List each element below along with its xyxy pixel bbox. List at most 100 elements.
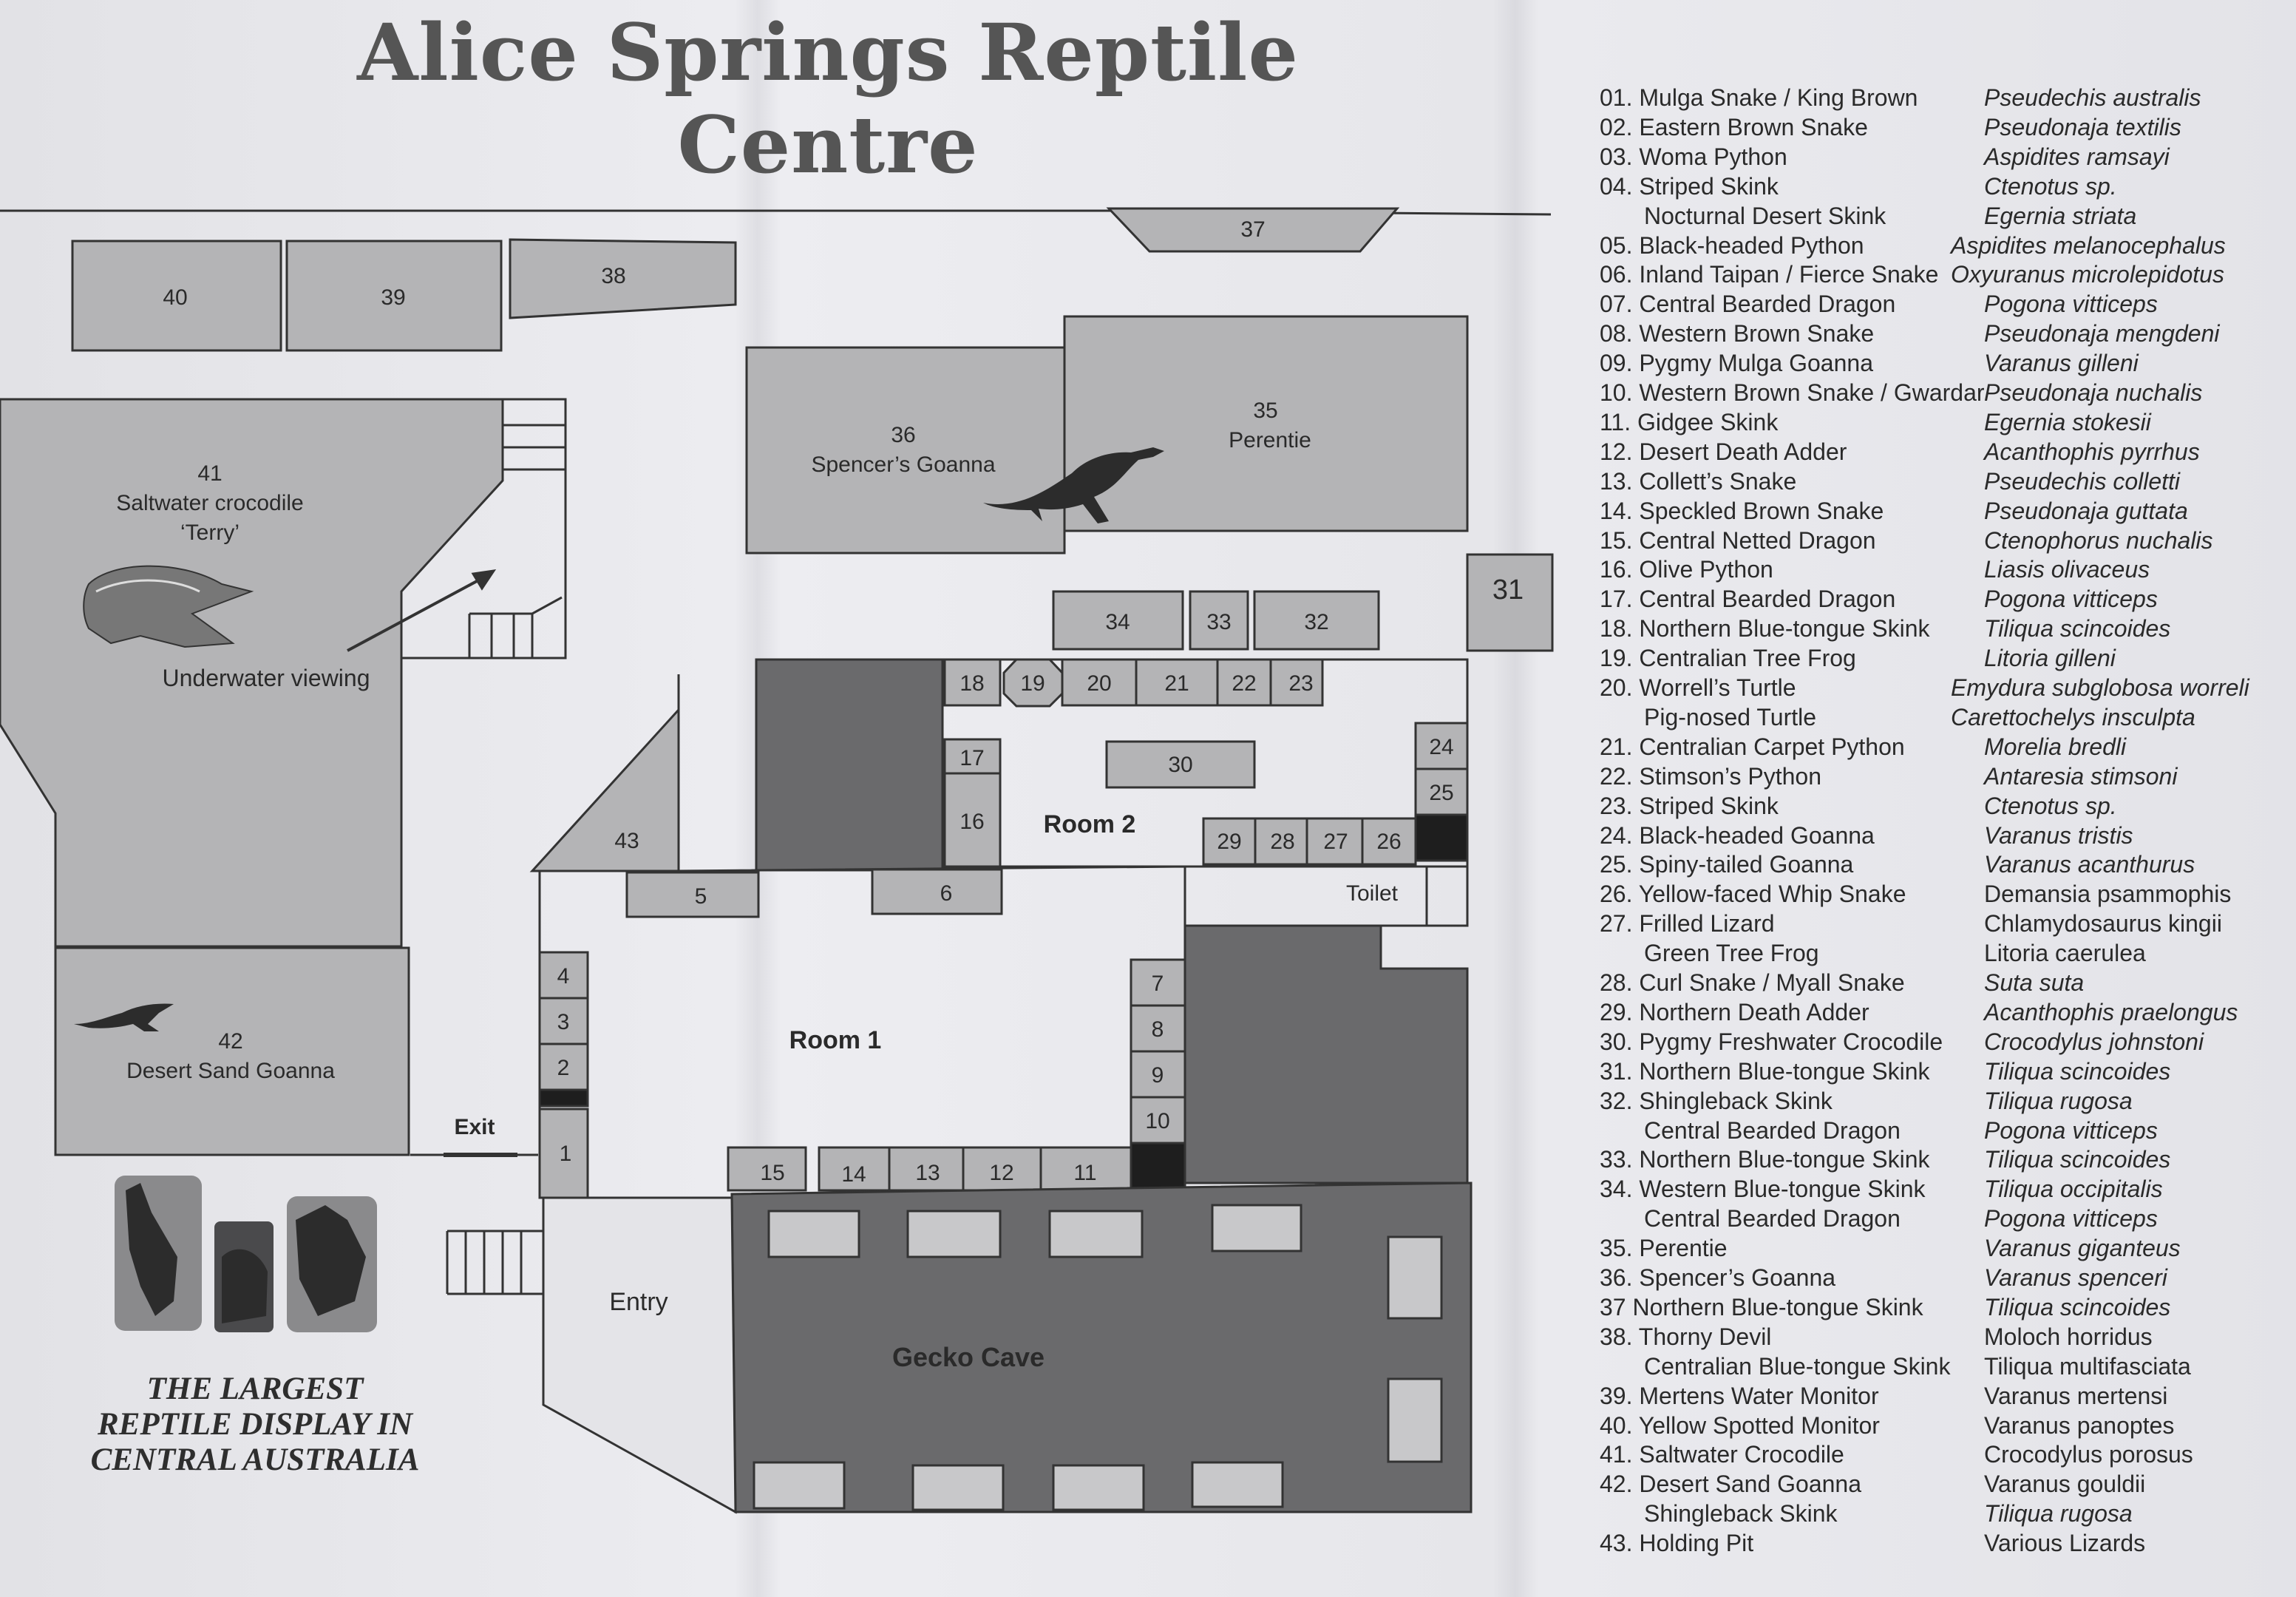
enc-label: 30: [1168, 753, 1192, 777]
legend-common-name: Central Bearded Dragon: [1644, 1117, 1901, 1144]
legend-common-name: 41. Saltwater Crocodile: [1600, 1441, 1844, 1468]
legend-scientific-name: Ctenophorus nuchalis: [1984, 527, 2213, 554]
enc-label: 38: [601, 264, 625, 288]
legend-common-name: 27. Frilled Lizard: [1600, 910, 1775, 937]
legend-common-name: 31. Northern Blue-tongue Skink: [1600, 1058, 1930, 1085]
legend-scientific-name: Antaresia stimsoni: [1984, 763, 2178, 790]
sand-goanna-illustration: [74, 1003, 174, 1031]
legend-scientific-name: Egernia stokesii: [1984, 409, 2151, 435]
enclosure-3: [538, 997, 589, 1045]
legend-common-name: 11. Gidgee Skink: [1600, 409, 1779, 435]
toilet-label: Toilet: [1346, 881, 1399, 906]
legend-common-name: 25. Spiny-tailed Goanna: [1600, 851, 1854, 878]
legend-common-name: Green Tree Frog: [1644, 940, 1819, 966]
legend-scientific-name: Morelia bredli: [1984, 733, 2127, 760]
enclosure-33: [1189, 590, 1249, 651]
legend-scientific-name: Crocodylus johnstoni: [1984, 1028, 2204, 1055]
legend-scientific-name: Pogona vitticeps: [1984, 1205, 2158, 1232]
enclosure-10: [1130, 1096, 1186, 1145]
legend-scientific-name: Tiliqua scincoides: [1984, 1294, 2171, 1320]
legend-scientific-name: Tiliqua scincoides: [1984, 615, 2171, 642]
legend-scientific-name: Ctenotus sp.: [1984, 793, 2117, 819]
legend-common-name: 03. Woma Python: [1600, 143, 1787, 170]
lizard-photo-cards: [115, 1176, 377, 1332]
legend-common-name: 37 Northern Blue-tongue Skink: [1600, 1294, 1923, 1320]
legend-common-name: 38. Thorny Devil: [1600, 1323, 1772, 1350]
legend-scientific-name: Varanus panoptes: [1984, 1412, 2175, 1439]
tagline-line-1: THE LARGEST: [146, 1371, 364, 1406]
legend-common-name: 12. Desert Death Adder: [1600, 438, 1847, 465]
enc-label: 20: [1087, 671, 1111, 696]
enc-label: 29: [1217, 830, 1241, 854]
legend-common-name: 18. Northern Blue-tongue Skink: [1600, 615, 1930, 642]
enclosure-7: [1130, 958, 1186, 1007]
legend-scientific-name: Pseudechis australis: [1984, 84, 2201, 111]
legend-scientific-name: Pogona vitticeps: [1984, 586, 2158, 612]
enc-label: 8: [1152, 1017, 1164, 1042]
toilet-side: [1425, 865, 1469, 927]
enc-label: 17: [960, 746, 984, 770]
enc-42-name: Desert Sand Goanna: [126, 1059, 335, 1083]
enc-label: 23: [1288, 671, 1313, 696]
entry-stairs: [446, 1230, 543, 1295]
enc-label: 6: [940, 881, 953, 906]
enclosure-6: [871, 868, 1003, 915]
legend-scientific-name: Pseudonaja guttata: [1984, 498, 2188, 524]
enc-35-number: 35: [1253, 399, 1277, 423]
arrow-line: [347, 574, 489, 652]
tagline: THE LARGEST REPTILE DISPLAY IN CENTRAL A…: [44, 1371, 466, 1478]
enclosure-9: [1130, 1050, 1186, 1099]
legend-common-name: Pig-nosed Turtle: [1644, 704, 1817, 730]
legend-scientific-name: Tiliqua scincoides: [1984, 1146, 2171, 1173]
enclosure-22: [1216, 658, 1272, 707]
enclosure-43: [529, 707, 680, 872]
legend-scientific-name: Pseudonaja nuchalis: [1984, 379, 2203, 406]
enc-label: 39: [381, 285, 405, 310]
enclosure-16: [943, 772, 1002, 868]
legend-common-name: 13. Collett’s Snake: [1600, 468, 1797, 495]
enc-label: 15: [760, 1161, 784, 1185]
legend-common-name: 28. Curl Snake / Myall Snake: [1600, 969, 1905, 996]
legend-common-name: 08. Western Brown Snake: [1600, 320, 1875, 347]
legend-scientific-name: Tiliqua rugosa: [1984, 1088, 2133, 1114]
dark-block-2: [538, 1088, 589, 1108]
legend-scientific-name: Aspidites ramsayi: [1984, 143, 2170, 170]
room-2-dark-block: [755, 658, 944, 872]
enclosure-32: [1253, 590, 1380, 651]
legend-common-name: 42. Desert Sand Goanna: [1600, 1471, 1862, 1497]
legend-common-name: 19. Centralian Tree Frog: [1600, 645, 1856, 671]
room-1-label: Room 1: [789, 1026, 882, 1054]
legend-common-name: 32. Shingleback Skink: [1600, 1088, 1833, 1114]
enclosure-13: [888, 1146, 965, 1192]
legend-scientific-name: Tiliqua occipitalis: [1984, 1176, 2163, 1202]
enc-label: 24: [1429, 735, 1453, 759]
enc-label: 40: [163, 285, 187, 310]
underwater-viewing-label: Underwater viewing: [162, 665, 370, 691]
dark-block-25: [1414, 813, 1469, 862]
enc-label: 43: [614, 829, 639, 853]
gecko-cave-label: Gecko Cave: [892, 1342, 1045, 1372]
legend-common-name: 04. Striped Skink: [1600, 173, 1779, 200]
legend-scientific-name: Pogona vitticeps: [1984, 1117, 2158, 1144]
enclosure-25: [1414, 767, 1469, 816]
enc-label: 4: [557, 964, 570, 989]
legend-scientific-name: Litoria caerulea: [1984, 940, 2146, 966]
entry-label: Entry: [609, 1288, 668, 1316]
legend-scientific-name: Pseudonaja mengdeni: [1984, 320, 2220, 347]
page-title: Alice Springs Reptile Centre: [357, 6, 1299, 191]
enc-label: 7: [1152, 972, 1164, 996]
enclosure-38: [509, 238, 737, 319]
enclosure-34: [1052, 590, 1184, 651]
legend-scientific-name: Moloch horridus: [1984, 1323, 2153, 1350]
enc-label: 14: [841, 1162, 866, 1187]
legend-common-name: 06. Inland Taipan / Fierce Snake: [1600, 261, 1939, 288]
enc-41-nickname: ‘Terry’: [180, 521, 240, 545]
enc-36-name: Spencer’s Goanna: [811, 452, 995, 477]
legend-scientific-name: Varanus tristis: [1984, 822, 2133, 849]
legend-scientific-name: Emydura subglobosa worreli: [1951, 674, 2249, 701]
legend-scientific-name: Varanus spenceri: [1984, 1264, 2167, 1291]
enclosure-31: [1466, 553, 1554, 652]
enclosure-4: [538, 951, 589, 1000]
enc-label: 5: [695, 884, 707, 909]
legend-common-name: 20. Worrell’s Turtle: [1600, 674, 1796, 701]
